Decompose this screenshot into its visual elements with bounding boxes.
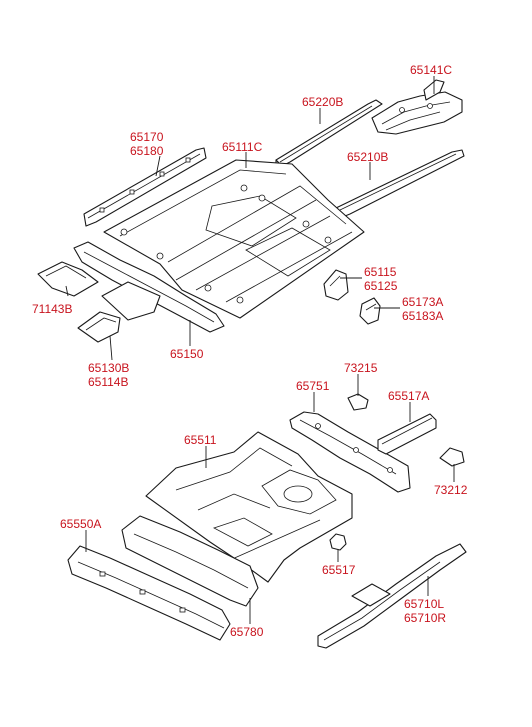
label-65517a: 65517A <box>388 389 429 403</box>
label-65141c: 65141C <box>410 63 452 77</box>
label-65125: 65125 <box>364 279 398 293</box>
part-65780-drawing <box>121 515 259 607</box>
label-65183a: 65183A <box>402 309 443 323</box>
label-65710l: 65710L <box>404 597 444 611</box>
label-65115: 65115 <box>364 265 397 279</box>
part-73215-drawing <box>347 393 369 411</box>
label-65170: 65170 <box>130 130 164 144</box>
label-65173a: 65173A <box>402 295 443 309</box>
label-71143b: 71143B <box>32 302 72 316</box>
label-65180: 65180 <box>130 144 164 158</box>
label-73212: 73212 <box>434 483 468 497</box>
part-labels: 65141C 65220B 65170 65180 65111C 65210B … <box>32 63 468 639</box>
label-65517: 65517 <box>322 563 356 577</box>
label-65210b: 65210B <box>347 150 388 164</box>
label-65780: 65780 <box>230 625 264 639</box>
part-65751-drawing <box>289 411 411 493</box>
label-65511: 65511 <box>184 433 217 447</box>
part-65115-drawing <box>323 269 349 301</box>
label-65111c: 65111C <box>222 140 263 154</box>
part-65517a-drawing <box>377 413 437 455</box>
label-65710r: 65710R <box>404 611 446 625</box>
label-65150: 65150 <box>170 347 204 361</box>
part-65550a-drawing <box>67 545 231 641</box>
label-65114b: 65114B <box>88 375 128 389</box>
part-71143b-drawing <box>37 261 99 297</box>
part-65130b-drawing <box>77 311 121 343</box>
part-73212-drawing <box>439 447 465 467</box>
part-65710l-drawing <box>317 543 467 649</box>
leader-lines <box>65 76 455 624</box>
part-65111c-drawing <box>103 159 365 319</box>
label-73215: 73215 <box>344 361 378 375</box>
part-65141c-drawing <box>371 79 463 135</box>
label-65751: 65751 <box>296 379 330 393</box>
part-65173a-drawing <box>359 297 381 325</box>
part-65150-drawing <box>73 241 225 333</box>
part-65170-drawing <box>83 147 207 227</box>
part-65517-drawing <box>329 533 347 551</box>
label-65130b: 65130B <box>88 361 129 375</box>
label-65550a: 65550A <box>60 517 101 531</box>
label-65220b: 65220B <box>302 95 343 109</box>
